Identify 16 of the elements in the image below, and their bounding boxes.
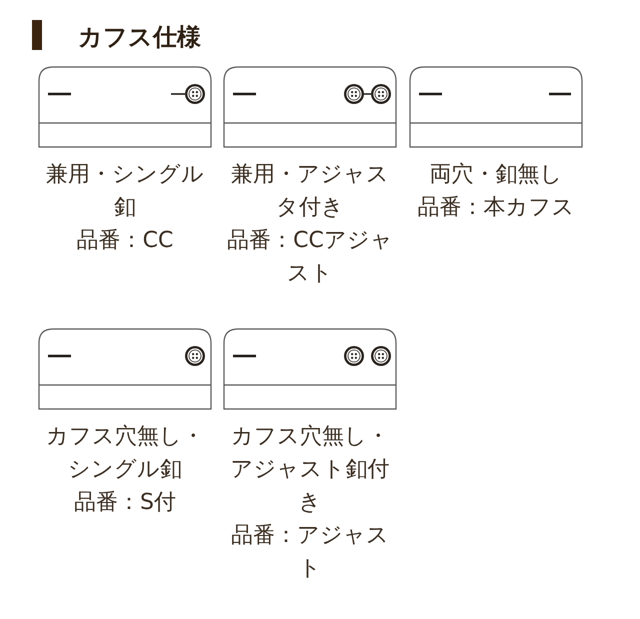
cuff-illustration (38, 328, 212, 410)
product-code: 品番：CC (76, 228, 174, 253)
cuff-illustration (223, 328, 397, 410)
cuff-description: 兼用・アジャスタ付き (231, 162, 389, 220)
cuff-illustration (38, 66, 212, 148)
product-code: 品番：S付 (74, 490, 176, 515)
cuff-description: カフス穴無し・アジャスト釦付き (230, 424, 390, 515)
product-code: 品番：アジャスト (231, 523, 389, 581)
product-code: 品番：本カフス (418, 195, 574, 220)
cuff-description: 兼用・シングル釦 (46, 162, 204, 220)
product-code: 品番：CCアジャスト (227, 228, 393, 286)
cuff-illustration (223, 66, 397, 148)
section-heading: カフス仕様 (78, 22, 201, 52)
cuff-description: 両穴・釦無し (430, 162, 562, 187)
cuff-description: カフス穴無し・シングル釦 (46, 424, 204, 482)
cuff-illustration (409, 66, 583, 148)
